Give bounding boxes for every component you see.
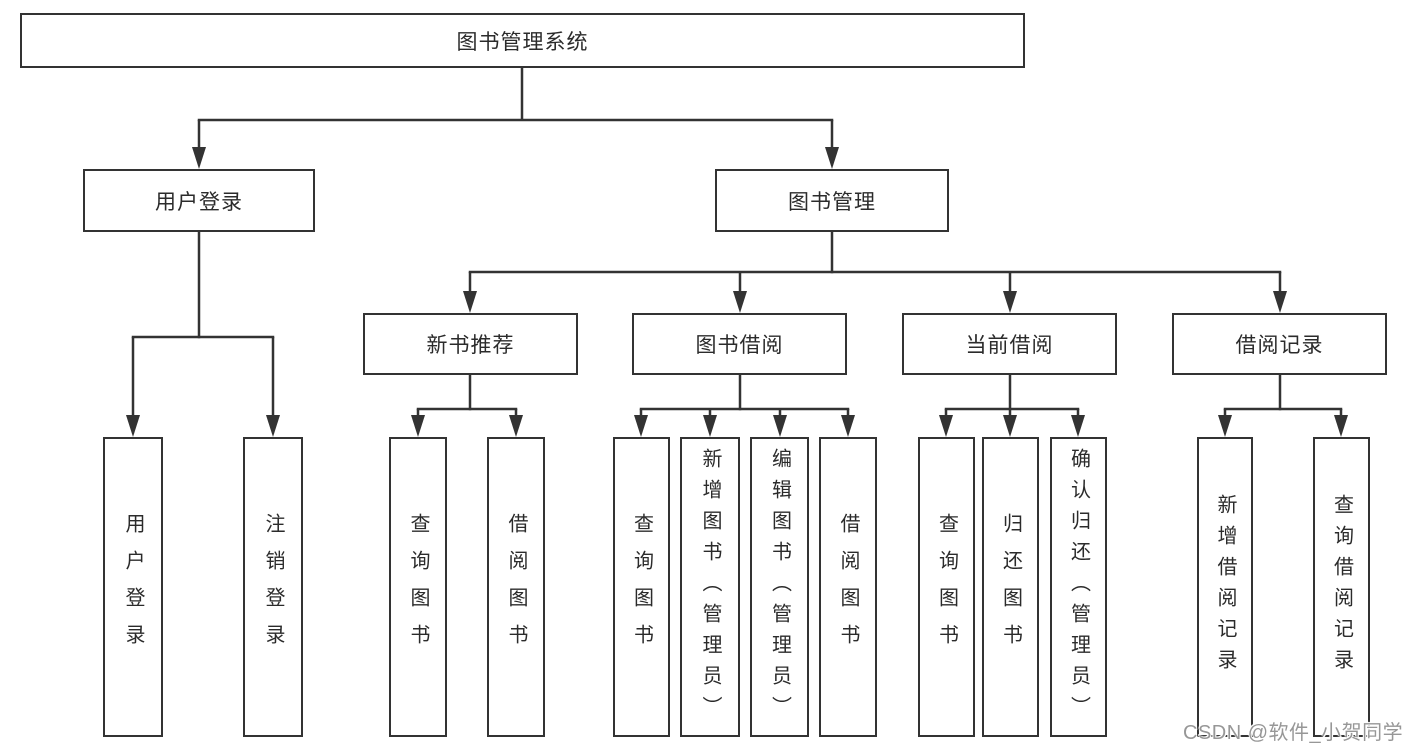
node-new-book-recommend: 新书推荐 <box>363 313 578 375</box>
leaf-node-borrow-books: 借阅图书 <box>819 437 877 737</box>
node-label: 用户登录 <box>122 513 144 661</box>
leaf-node-user-login: 用户登录 <box>103 437 163 737</box>
node-label: 图书借阅 <box>695 334 784 357</box>
connector-user-login-split <box>126 232 280 437</box>
leaf-node-query-borrow-record: 查询借阅记录 <box>1313 437 1370 737</box>
leaf-node-logout-login: 注销登录 <box>243 437 303 737</box>
node-label: 编辑图书（管理员） <box>768 447 791 727</box>
node-current-borrowing: 当前借阅 <box>902 313 1117 375</box>
node-label: 查询图书 <box>407 513 429 661</box>
node-label: 图书管理系统 <box>456 30 589 54</box>
leaf-node-confirm-return-admin: 确认归还（管理员） <box>1050 437 1107 737</box>
connector-new-book-split <box>411 375 523 437</box>
connector-book-borrowing-split <box>634 375 855 437</box>
leaf-node-add-books-admin: 新增图书（管理员） <box>680 437 740 737</box>
node-book-management: 图书管理 <box>715 169 949 232</box>
leaf-node-edit-books-admin: 编辑图书（管理员） <box>750 437 809 737</box>
leaf-node-return-books: 归还图书 <box>982 437 1039 737</box>
node-label: 查询借阅记录 <box>1330 494 1353 680</box>
leaf-node-query-books-recommend: 查询图书 <box>389 437 447 737</box>
connector-root-split <box>192 68 839 169</box>
node-label: 确认归还（管理员） <box>1067 447 1090 727</box>
leaf-node-add-borrow-record: 新增借阅记录 <box>1197 437 1253 737</box>
leaf-node-borrow-books-recommend: 借阅图书 <box>487 437 545 737</box>
node-library-system: 图书管理系统 <box>20 13 1025 68</box>
node-label: 新增借阅记录 <box>1214 494 1236 680</box>
node-label: 归还图书 <box>999 513 1022 661</box>
node-borrowing-records: 借阅记录 <box>1172 313 1387 375</box>
node-label: 当前借阅 <box>965 334 1054 357</box>
connector-current-borrowing-split <box>939 375 1085 437</box>
connector-borrowing-records-split <box>1218 375 1348 437</box>
node-book-borrowing: 图书借阅 <box>632 313 847 375</box>
node-label: 查询图书 <box>935 513 958 661</box>
node-label: 借阅记录 <box>1235 334 1324 357</box>
leaf-node-query-books-current: 查询图书 <box>918 437 975 737</box>
node-label: 借阅图书 <box>505 513 527 661</box>
node-label: 注销登录 <box>262 513 284 661</box>
leaf-node-query-books-borrowing: 查询图书 <box>613 437 670 737</box>
node-user-login: 用户登录 <box>83 169 315 232</box>
node-label: 借阅图书 <box>837 513 859 661</box>
connector-book-management-split <box>463 232 1287 313</box>
node-label: 查询图书 <box>630 513 653 661</box>
node-label: 图书管理 <box>788 190 876 214</box>
watermark: CSDN @软件_小贺同学 <box>1183 722 1404 744</box>
node-label: 新书推荐 <box>426 334 515 357</box>
node-label: 新增图书（管理员） <box>699 447 721 727</box>
node-label: 用户登录 <box>155 190 243 214</box>
